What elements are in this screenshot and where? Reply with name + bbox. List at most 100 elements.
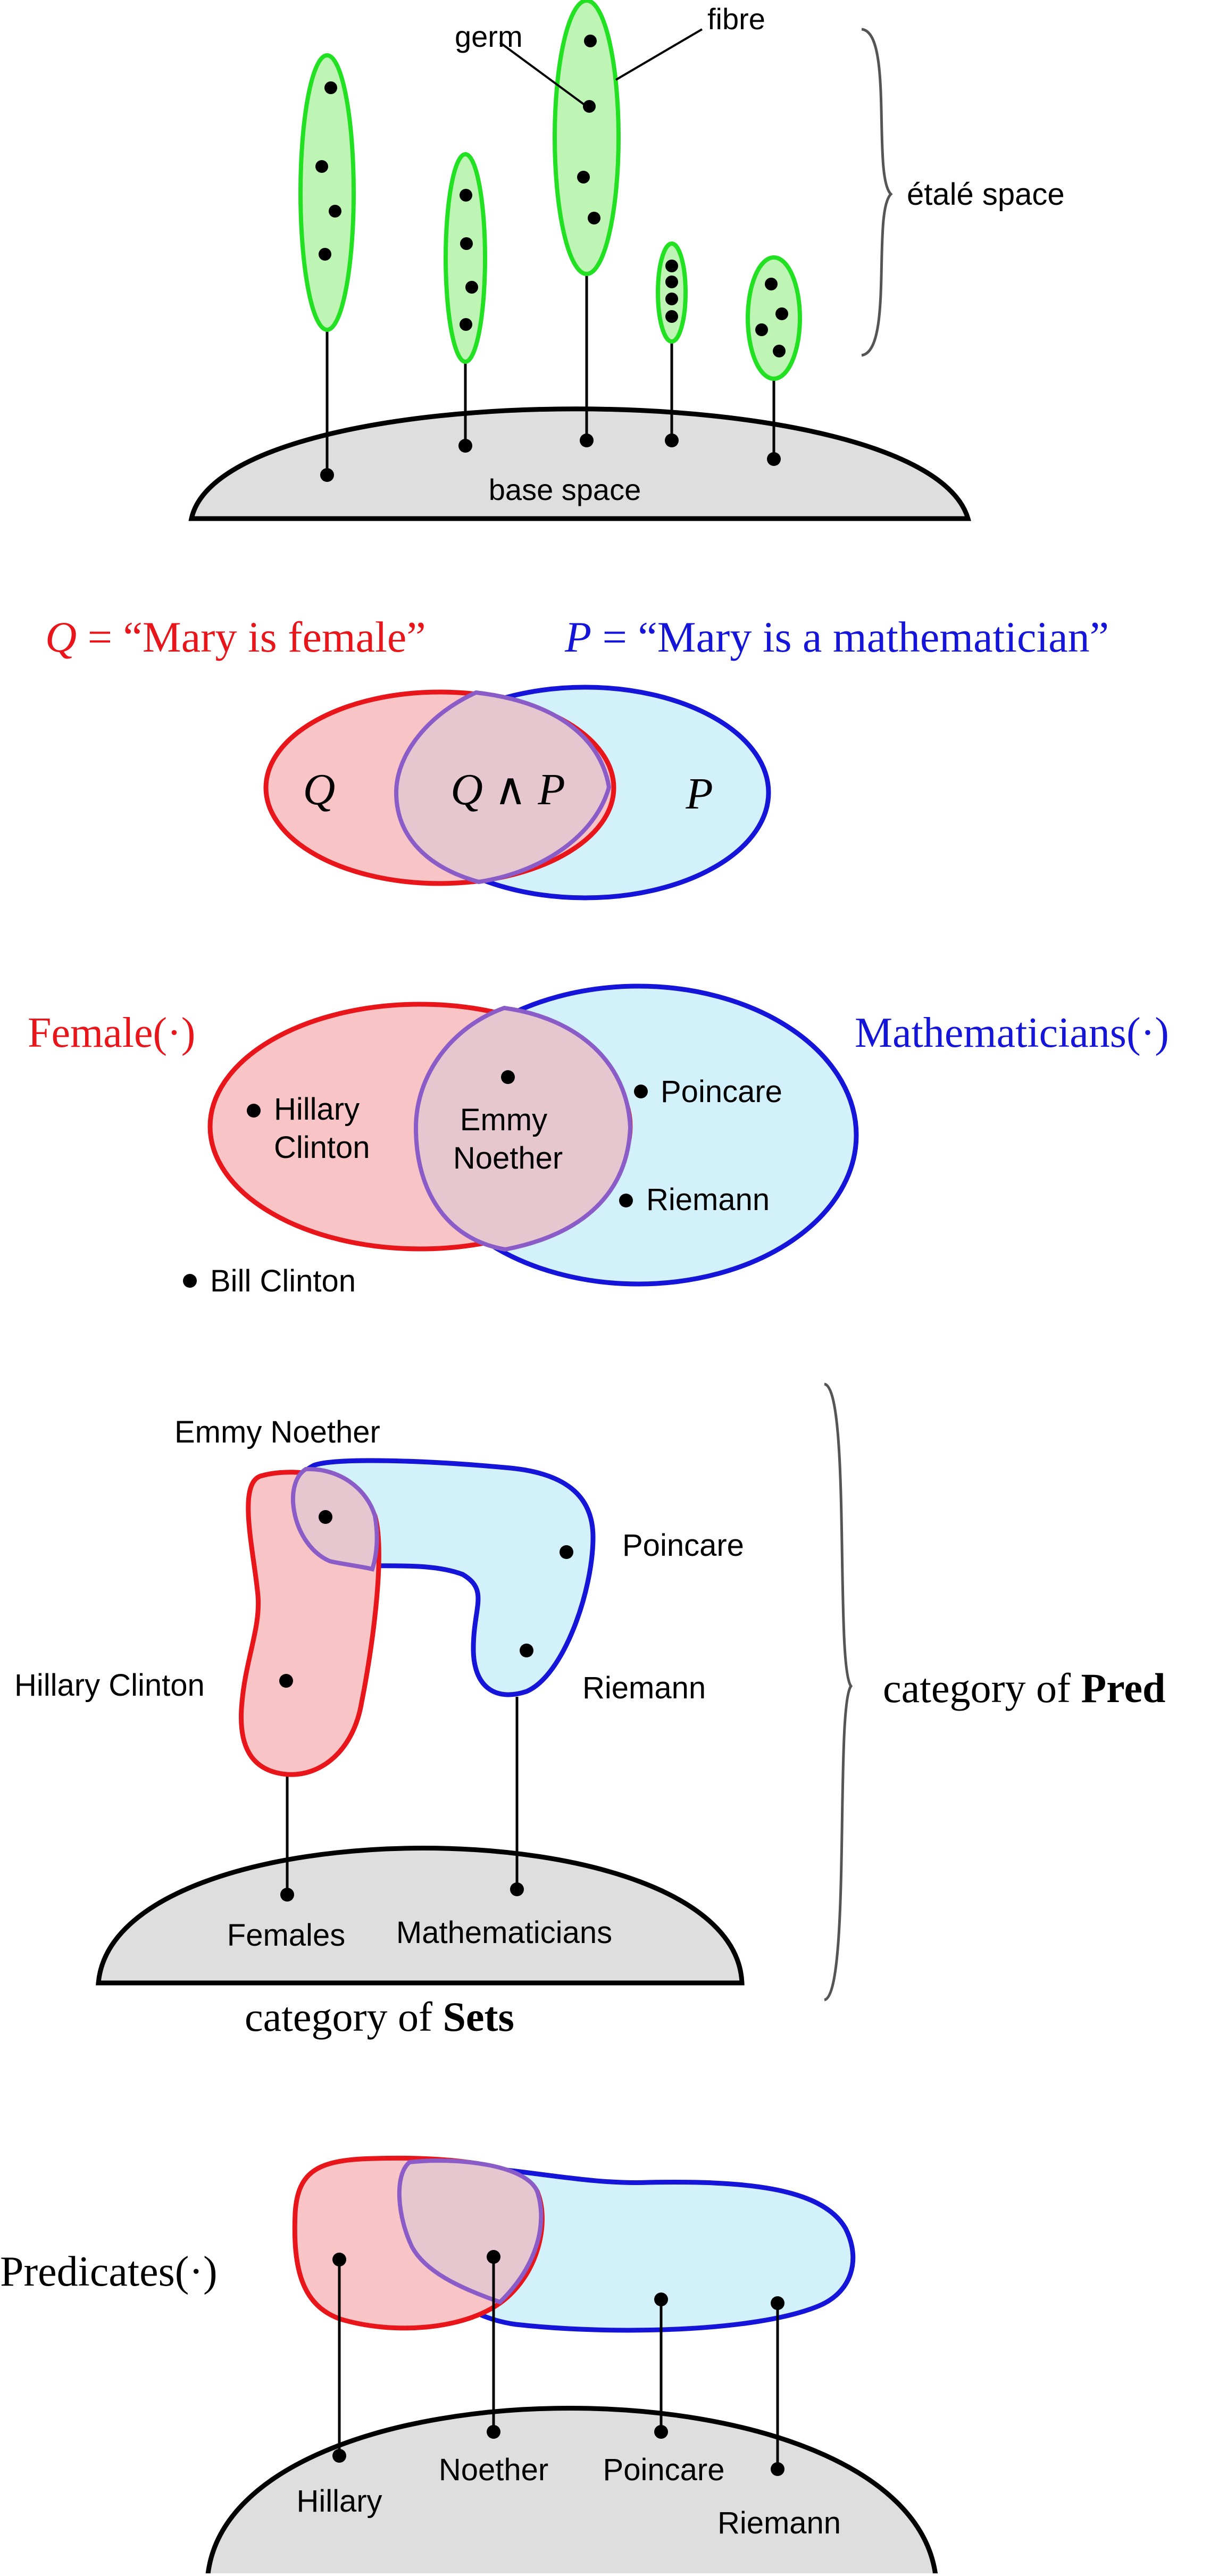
germ-dot: [665, 293, 678, 305]
germ-dot: [319, 248, 331, 261]
mathematicians-label: Mathematicians: [396, 1915, 612, 1950]
germ-label: germ: [455, 20, 523, 53]
sets-base-dome: [96, 1846, 745, 1986]
category-of-sets-label: category of Sets: [245, 1994, 514, 2040]
predicates-overlap: [397, 2158, 544, 2305]
hillary-clinton-label: Hillary Clinton: [14, 1668, 205, 1703]
q-and-p-label: Q ∧ P: [450, 765, 565, 814]
germ-dot: [665, 310, 678, 323]
bill-clinton-dot: [183, 1274, 197, 1288]
germ-dot: [460, 189, 472, 202]
sets-bold-text: Sets: [443, 1994, 514, 2040]
q-definition-symbol: Q: [45, 613, 77, 661]
base-point: [458, 439, 472, 453]
etale-space-label: étalé space: [907, 177, 1065, 212]
germ-dot: [465, 281, 478, 294]
emmy-noether-dot: [501, 1070, 515, 1084]
hillary-clinton-label: Hillary Clinton: [274, 1092, 370, 1165]
poincare-dot: [560, 1545, 573, 1559]
female-predicate-label: Female(·): [28, 1010, 195, 1056]
base-point: [320, 468, 334, 482]
poincare-base-point: [654, 2425, 668, 2439]
predicates-diagram: Predicates(·) Hillary Noether Poincare R…: [0, 2155, 938, 2576]
q-and-p-q: Q: [450, 765, 483, 814]
riemann-fibre-dot: [771, 2296, 784, 2310]
hillary-clinton-dot: [247, 1104, 261, 1118]
q-definition: Q = “Mary is female”: [45, 613, 426, 661]
females-label: Females: [227, 1918, 345, 1953]
emmy-noether-label: Emmy Noether: [453, 1103, 563, 1176]
germ-dot: [665, 276, 678, 288]
predicates-base-dome: [205, 2406, 938, 2576]
poincare-label: Poincare: [622, 1528, 744, 1563]
germ-dot: [755, 323, 768, 336]
germ-dot: [765, 278, 778, 290]
germ-dot: [324, 81, 337, 94]
riemann-dot: [619, 1194, 633, 1207]
riemann-label: Riemann: [582, 1671, 706, 1705]
q-region-label: Q: [303, 765, 336, 814]
pred-overlap-region: [291, 1466, 379, 1572]
base-space-label: base space: [489, 473, 641, 506]
fibre-leader: [615, 28, 703, 81]
category-of-text: category of: [883, 1665, 1081, 1711]
noether-base-point: [487, 2425, 500, 2439]
p-definition: P = “Mary is a mathematician”: [564, 613, 1109, 661]
hillary-label-line1: Hillary: [274, 1092, 360, 1127]
germ-dot: [460, 318, 472, 331]
emmy-label-line1: Emmy: [460, 1103, 547, 1137]
q-and-p-p: P: [537, 765, 565, 814]
riemann-label: Riemann: [717, 2506, 841, 2540]
noether-label: Noether: [439, 2453, 548, 2487]
p-region-label: P: [685, 769, 713, 819]
germ-dot: [588, 212, 600, 224]
stalk-oval: [553, 0, 621, 276]
q-definition-text: = “Mary is female”: [77, 613, 425, 661]
noether-fibre-dot: [487, 2250, 500, 2264]
logic-venn-diagram: Q = “Mary is female” P = “Mary is a math…: [45, 613, 1109, 901]
poincare-fibre-dot: [654, 2292, 668, 2306]
base-point: [580, 433, 594, 447]
riemann-base-point: [771, 2462, 784, 2476]
pred-bold-text: Pred: [1081, 1665, 1165, 1711]
fibre-label: fibre: [707, 2, 765, 36]
riemann-label: Riemann: [646, 1182, 770, 1217]
q-and-p-overlap: [394, 690, 612, 885]
germ-dot: [773, 345, 786, 357]
germ-dot: [460, 237, 473, 250]
emmy-label-line2: Noether: [453, 1141, 563, 1176]
etale-space-diagram: germ fibre étalé space base space: [188, 0, 1065, 521]
mathematicians-base-point: [510, 1882, 524, 1896]
p-definition-text: = “Mary is a mathematician”: [591, 613, 1109, 661]
germ-dot: [584, 35, 597, 47]
people-venn-diagram: Female(·) Mathematicians(·) Hillary Clin…: [28, 983, 1169, 1298]
base-point: [767, 452, 781, 466]
germ-leader: [499, 41, 588, 107]
germ-dot: [775, 307, 788, 320]
category-of-pred-label: category of Pred: [883, 1665, 1165, 1711]
female-mathematicians-overlap: [413, 1005, 633, 1252]
stalk-oval: [746, 255, 802, 381]
poincare-label: Poincare: [603, 2453, 725, 2487]
bill-clinton-label: Bill Clinton: [210, 1264, 356, 1298]
pred-brace: [823, 1382, 853, 2002]
hillary-fibre-dot: [332, 2253, 346, 2266]
category-pred-diagram: Emmy Noether Poincare Hillary Clinton Ri…: [14, 1382, 1165, 2040]
p-definition-symbol: P: [564, 613, 591, 661]
emmy-noether-label: Emmy Noether: [174, 1415, 380, 1449]
germ-dot: [665, 260, 678, 272]
stalk-oval: [298, 53, 356, 332]
q-and-p-and: ∧: [483, 765, 538, 814]
etale-brace: [861, 28, 893, 357]
base-point: [665, 433, 679, 447]
predicates-label: Predicates(·): [0, 2248, 218, 2295]
emmy-noether-dot: [319, 1510, 332, 1524]
poincare-dot: [634, 1085, 648, 1098]
mathematicians-predicate-label: Mathematicians(·): [855, 1010, 1169, 1056]
hillary-label-line2: Clinton: [274, 1130, 370, 1165]
poincare-label: Poincare: [661, 1074, 782, 1109]
hillary-label: Hillary: [296, 2484, 382, 2519]
germ-dot: [315, 160, 328, 173]
